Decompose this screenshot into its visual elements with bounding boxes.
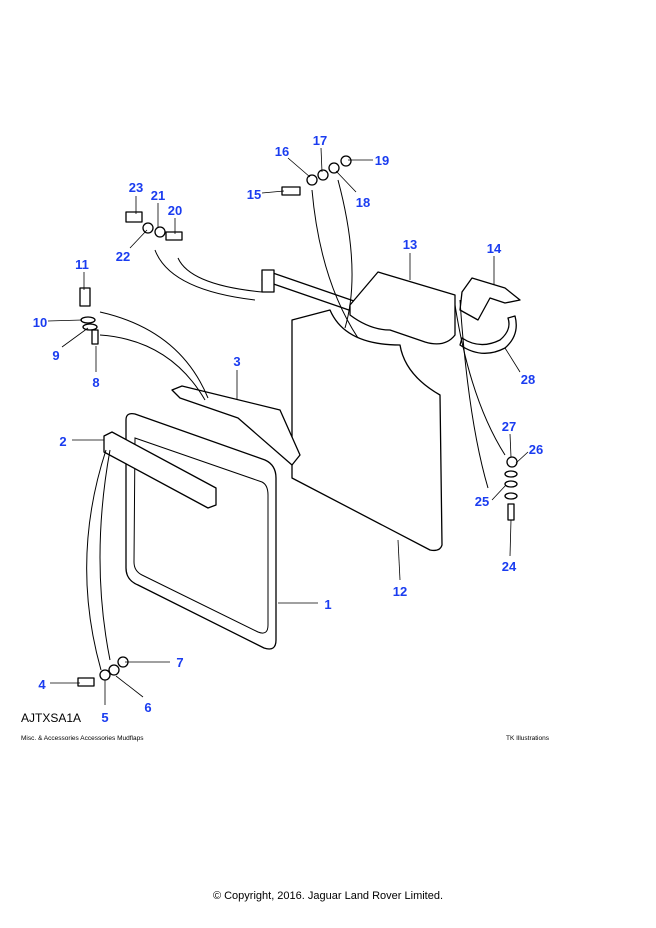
callout-20: 20 <box>168 203 182 218</box>
callout-25: 25 <box>475 494 489 509</box>
mudflap-inner-rim <box>133 437 269 634</box>
callout-labels: 1 2 3 4 5 6 7 8 9 10 11 12 13 14 15 16 1… <box>33 133 543 725</box>
callout-16: 16 <box>275 144 289 159</box>
callout-7: 7 <box>176 655 183 670</box>
callout-5: 5 <box>101 710 108 725</box>
callout-28: 28 <box>521 372 535 387</box>
callout-21: 21 <box>151 188 165 203</box>
callout-1: 1 <box>324 597 331 612</box>
category-caption: Misc. & Accessories Accessories Mudflaps <box>21 735 144 742</box>
bracket-13 <box>349 271 456 345</box>
callout-leaders <box>47 147 529 705</box>
callout-4: 4 <box>38 677 46 692</box>
illustration-credit: TK Illustrations <box>506 735 549 742</box>
callout-18: 18 <box>356 195 370 210</box>
mudflap-1 <box>125 412 277 650</box>
callout-15: 15 <box>247 187 261 202</box>
callout-9: 9 <box>52 348 59 363</box>
callout-14: 14 <box>487 241 502 256</box>
fasteners <box>77 155 518 687</box>
bracket-14 <box>459 277 521 321</box>
strip-2 <box>103 431 217 509</box>
mudflap-panel-12 <box>291 309 443 552</box>
callout-17: 17 <box>313 133 327 148</box>
callout-10: 10 <box>33 315 47 330</box>
callout-13: 13 <box>403 237 417 252</box>
hose-28 <box>459 315 517 354</box>
callout-12: 12 <box>393 584 407 599</box>
illustration-code: AJTXSA1A <box>21 711 82 725</box>
callout-2: 2 <box>59 434 66 449</box>
copyright: © Copyright, 2016. Jaguar Land Rover Lim… <box>212 890 444 902</box>
arm-end-plate <box>261 269 275 293</box>
callout-3: 3 <box>233 354 240 369</box>
callout-26: 26 <box>529 442 543 457</box>
callout-23: 23 <box>129 180 143 195</box>
callout-19: 19 <box>375 153 389 168</box>
callout-27: 27 <box>502 419 516 434</box>
callout-11: 11 <box>75 257 89 272</box>
callout-22: 22 <box>116 249 130 264</box>
callout-24: 24 <box>502 559 517 574</box>
callout-6: 6 <box>144 700 151 715</box>
callout-8: 8 <box>92 375 99 390</box>
assembly-lines <box>86 179 506 671</box>
